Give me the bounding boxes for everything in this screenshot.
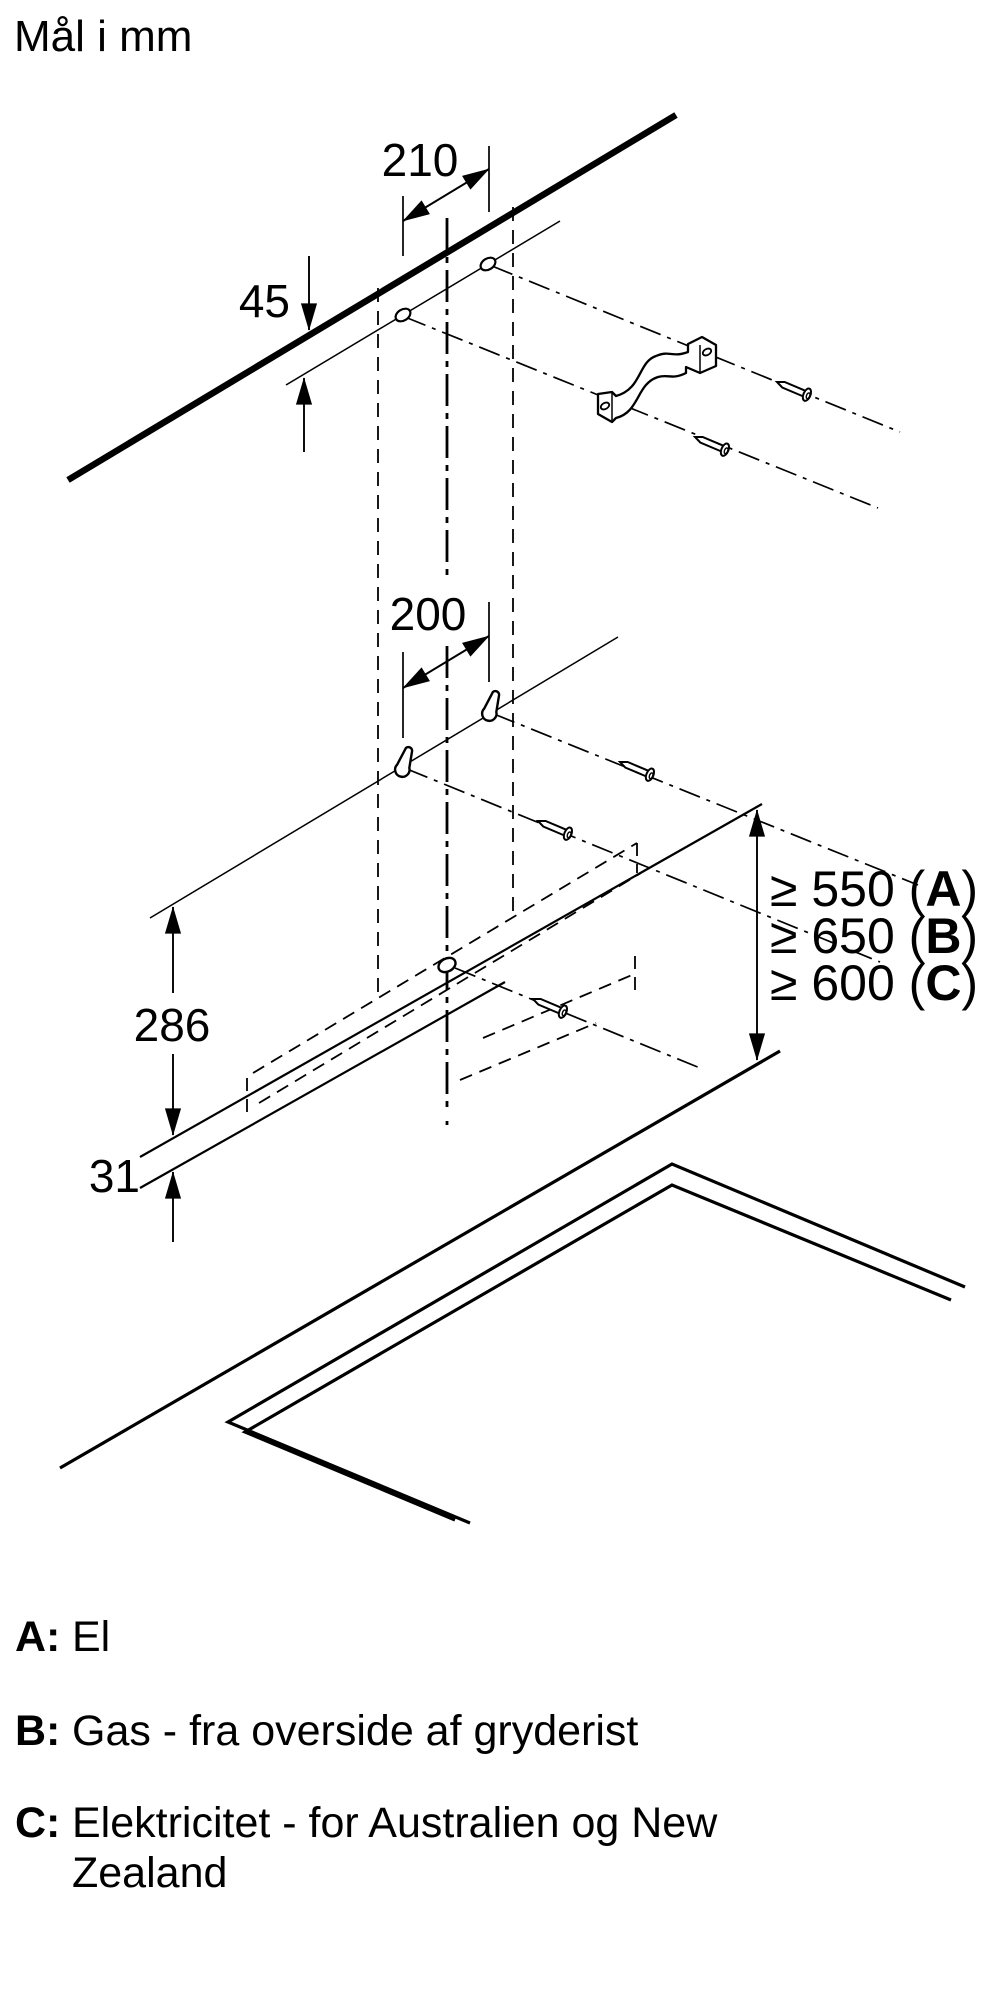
countertop-edge-line: [59, 1049, 781, 1470]
dimension-31-label: 31: [89, 1150, 140, 1202]
clearance-c-label: ≥ 600 (C): [770, 955, 978, 1011]
hood-hidden-outline: [246, 842, 642, 1113]
dimension-31: 31: [89, 1150, 182, 1242]
dimension-286: 286: [134, 906, 211, 1136]
chimney-projection-lines: [377, 207, 514, 997]
legend-key-a: A:: [15, 1613, 61, 1661]
wall-top-edge-line: [66, 112, 678, 483]
dimension-200-label: 200: [390, 588, 467, 640]
legend-item-c: C: Elektricitet - for Australien og New …: [15, 1798, 802, 1898]
legend-key-c: C:: [15, 1799, 61, 1847]
dimension-210-label: 210: [382, 134, 459, 186]
lower-fixing-hole: [437, 956, 457, 974]
dimension-210: 210: [382, 134, 490, 256]
dimension-45: 45: [239, 256, 318, 452]
wall-drill-holes: [394, 256, 497, 323]
clearance-b-label: ≥ 650 (B): [770, 908, 978, 964]
legend-text-b: Gas - fra overside af gryderist: [72, 1707, 639, 1755]
dimension-286-label: 286: [134, 999, 211, 1051]
dimension-200: 200: [390, 588, 490, 738]
legend-item-b: B: Gas - fra overside af gryderist: [15, 1706, 802, 1756]
mounting-bracket: [596, 335, 718, 424]
legend-text-c: Elektricitet - for Australien og New Zea…: [72, 1799, 718, 1897]
clearance-a-label: ≥ 550 (A): [770, 861, 978, 917]
legend-item-a: A: El: [15, 1612, 802, 1662]
cooktop-outline: [224, 1162, 966, 1525]
page-title: Mål i mm: [14, 12, 192, 61]
legend-text-a: El: [72, 1613, 111, 1661]
legend-key-b: B:: [15, 1707, 61, 1755]
hood-bottom-edges: [139, 803, 763, 1189]
keyhole-leader-line: [149, 636, 619, 919]
dimension-clearance: ≥ 550 (A) ≥ 650 (B) ≥ 600 (C): [748, 809, 978, 1061]
bracket-holes-leader-line: [285, 220, 561, 386]
dimension-45-label: 45: [239, 275, 290, 327]
